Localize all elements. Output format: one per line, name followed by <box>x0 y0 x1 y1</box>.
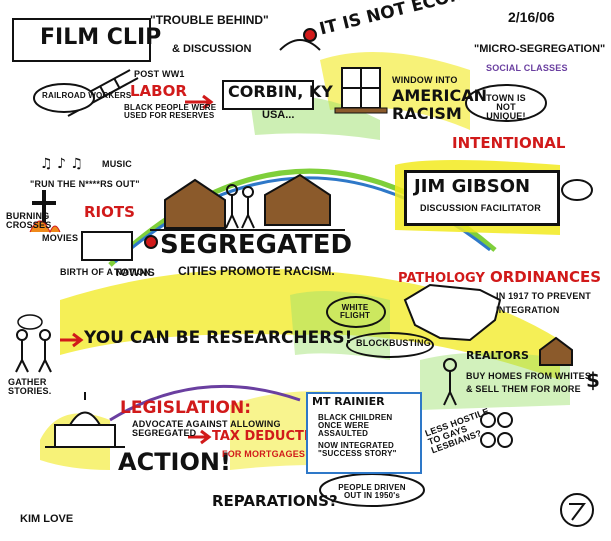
mt-rainier-box <box>306 392 422 474</box>
researchers-title: YOU CAN BE RESEARCHERS! <box>84 328 353 348</box>
realtors-line-2: & SELL THEM FOR MORE <box>466 384 581 394</box>
reparations: REPARATIONS? <box>212 492 338 510</box>
burning-crosses: BURNING CROSSES <box>6 211 52 230</box>
cities-promote: CITIES PROMOTE RACISM. <box>178 264 335 278</box>
trouble-behind: "TROUBLE BEHIND" <box>150 13 269 27</box>
social-classes: SOCIAL CLASSES <box>486 63 568 73</box>
dollar-icon: $ <box>586 368 600 392</box>
usa-label: USA... <box>262 109 295 121</box>
mt-rainier-title: MT RAINIER <box>312 395 385 408</box>
music-label: MUSIC <box>102 159 132 169</box>
mt-rainier-item-2: NOW INTEGRATED "SUCCESS STORY" <box>318 441 397 458</box>
realtors-title: REALTORS <box>466 349 529 362</box>
mt-rainier-item-1: BLACK CHILDREN ONCE WERE ASSAULTED <box>318 413 393 438</box>
legislation-advocate: ADVOCATE AGAINST ALLOWING SEGREGATED <box>132 419 281 438</box>
railroad-workers: RAILROAD WORKERS <box>42 91 132 100</box>
artist-signature: KIM LOVE <box>20 513 74 525</box>
corbin-box <box>222 80 314 110</box>
intentional: INTENTIONAL <box>452 134 566 152</box>
birth-of-a-nation: BIRTH OF A NATION <box>60 267 151 277</box>
micro-segregation: "MICRO-SEGREGATION" <box>474 43 606 55</box>
gather-stories: GATHER STORIES. <box>8 377 52 396</box>
ordinance-1917: IN 1917 TO PREVENT <box>496 291 591 301</box>
pathology: PATHOLOGY <box>398 271 485 286</box>
legislation-title: LEGISLATION: <box>120 398 252 418</box>
jim-gibson-box <box>404 170 560 226</box>
tax-deductible: TAX DEDUCTIBLE <box>212 429 336 444</box>
discussion-label: & DISCUSSION <box>172 43 252 55</box>
towns-label: TOWNS <box>114 267 155 279</box>
realtors-line-1: BUY HOMES FROM WHITES <box>466 371 592 381</box>
run-out-quote: "RUN THE N****RS OUT" <box>30 179 140 189</box>
blockbusting: BLOCKBUSTING <box>356 338 431 348</box>
action-title: ACTION! <box>118 448 231 476</box>
for-mortgages: FOR MORTGAGES <box>222 449 306 459</box>
ordinances: ORDINANCES <box>490 268 602 286</box>
blockbusting-oval <box>346 332 434 358</box>
white-flight: WHITE FLIGHT <box>339 303 371 320</box>
riots: RIOTS <box>84 203 135 221</box>
window-into: WINDOW INTO <box>392 75 458 85</box>
bullet-dot <box>303 28 317 42</box>
post-ww1: POST WW1 <box>134 69 185 79</box>
labor: LABOR <box>130 82 187 100</box>
corbin-title: CORBIN, KY <box>228 82 333 101</box>
bullet-dot <box>144 235 158 249</box>
jim-gibson-name: JIM GIBSON <box>414 176 531 197</box>
racism: RACISM <box>392 104 462 123</box>
film-clip-box <box>12 18 151 62</box>
white-flight-oval <box>326 296 386 328</box>
jim-gibson-role: DISCUSSION FACILITATOR <box>420 203 541 213</box>
black-people-reserves: BLACK PEOPLE WERE USED FOR RESERVES <box>124 103 217 120</box>
town-not-unique: TOWN IS NOT UNIQUE! <box>486 93 526 121</box>
people-driven-out: PEOPLE DRIVEN OUT IN 1950's <box>338 483 406 500</box>
ordinance-integration: INTEGRATION <box>496 305 560 315</box>
svg-text:♫ ♪ ♫: ♫ ♪ ♫ <box>40 156 83 172</box>
segregated-title: SEGREGATED <box>160 230 353 260</box>
date: 2/16/06 <box>508 9 555 25</box>
film-clip-title: FILM CLIP <box>40 25 162 50</box>
american: AMERICAN <box>392 86 488 105</box>
movies-label: MOVIES <box>42 233 79 243</box>
